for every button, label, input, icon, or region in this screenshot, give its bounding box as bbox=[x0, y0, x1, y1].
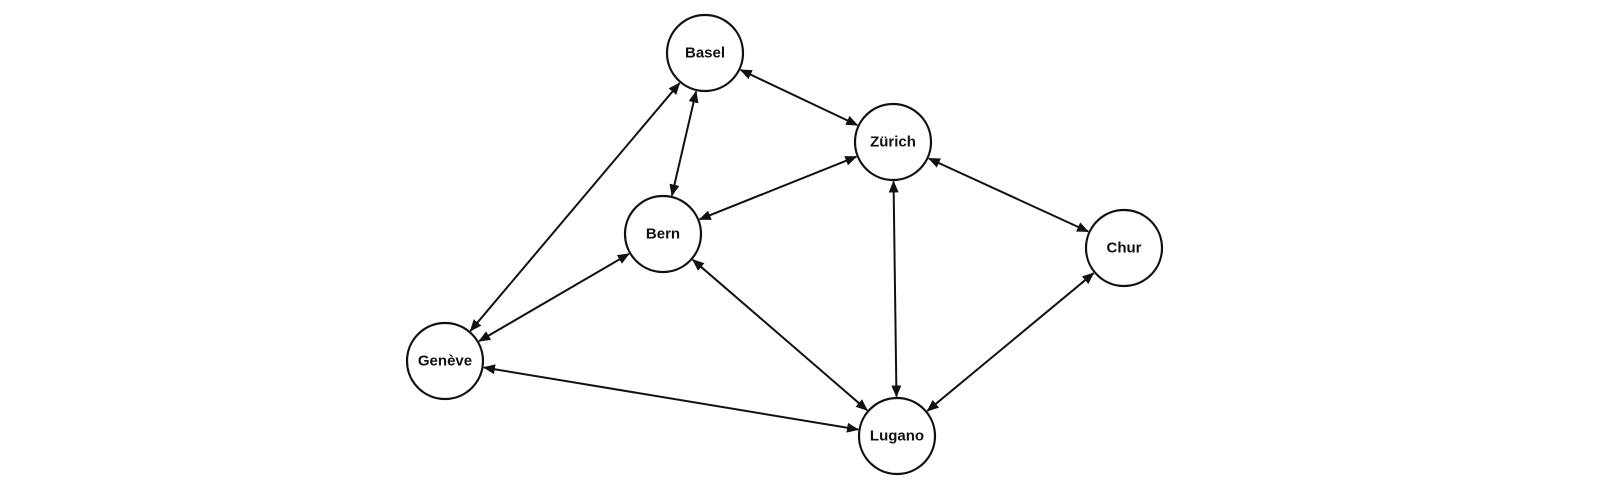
edge-zurich-chur bbox=[927, 157, 1090, 233]
edges-layer bbox=[469, 68, 1095, 433]
edge-bern-lugano bbox=[692, 259, 868, 411]
node-label-chur: Chur bbox=[1107, 240, 1142, 257]
node-basel: Basel bbox=[665, 13, 745, 93]
node-circle-chur bbox=[1084, 208, 1164, 288]
node-chur: Chur bbox=[1084, 208, 1164, 288]
node-label-bern: Bern bbox=[646, 226, 680, 243]
edge-basel-zurich bbox=[739, 68, 859, 127]
edge-basel-bern bbox=[669, 90, 699, 197]
node-circle-lugano bbox=[857, 396, 937, 476]
edge-bern-geneve bbox=[478, 253, 630, 342]
edge-geneve-lugano bbox=[482, 364, 860, 433]
node-geneve: Genève bbox=[405, 321, 485, 401]
node-circle-bern bbox=[623, 194, 703, 274]
node-lugano: Lugano bbox=[857, 396, 937, 476]
edge-chur-lugano bbox=[926, 272, 1095, 412]
node-circle-geneve bbox=[405, 321, 485, 401]
node-circle-basel bbox=[665, 13, 745, 93]
node-label-geneve: Genève bbox=[418, 353, 472, 370]
node-label-lugano: Lugano bbox=[870, 428, 924, 445]
edge-zurich-bern bbox=[698, 155, 858, 221]
node-zurich: Zürich bbox=[853, 102, 933, 182]
node-circle-zurich bbox=[853, 102, 933, 182]
node-bern: Bern bbox=[623, 194, 703, 274]
node-label-basel: Basel bbox=[685, 45, 725, 62]
node-label-zurich: Zürich bbox=[870, 134, 916, 151]
edge-zurich-lugano bbox=[888, 180, 902, 398]
